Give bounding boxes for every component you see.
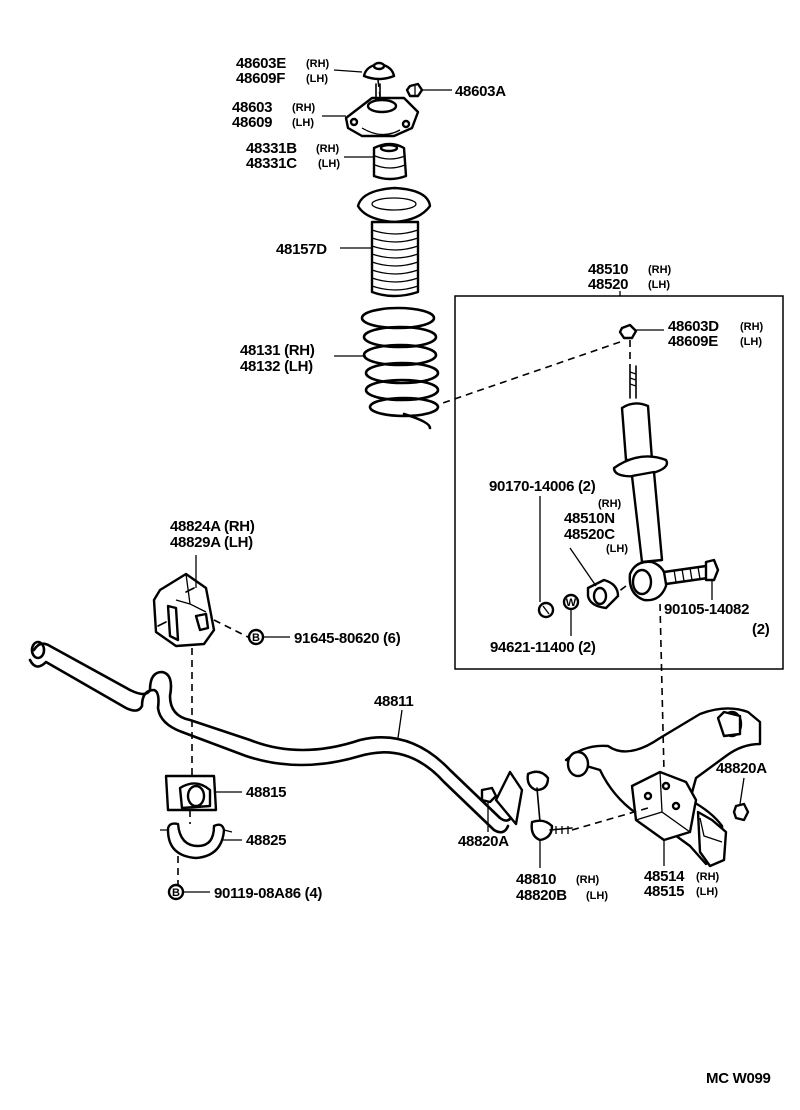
label-48820B-lh: (LH): [586, 890, 608, 902]
label-90170-14006: 90170-14006 (2): [489, 478, 596, 495]
label-90105-qty: (2): [752, 621, 770, 638]
bolt-marker-2: B: [172, 887, 180, 899]
label-48514: 48514: [644, 868, 685, 885]
stabilizer-bushing-48815[interactable]: [164, 774, 218, 812]
label-48520-lh: (LH): [648, 279, 670, 291]
nut-48603A[interactable]: [405, 82, 424, 98]
coil-spring-48131[interactable]: [360, 306, 440, 430]
stabilizer-bracket-48825[interactable]: [160, 822, 233, 860]
label-48829A: 48829A (LH): [170, 534, 253, 551]
label-48510: 48510: [588, 261, 628, 278]
leader-lines: [183, 69, 745, 893]
label-48131: 48131 (RH): [240, 342, 315, 359]
part-labels: 48603E (RH) 48609F (LH) 48603A 48603 (RH…: [170, 55, 771, 1087]
bolt-91645-80620[interactable]: B: [247, 628, 265, 646]
diagram-reference-code: MC W099: [706, 1070, 771, 1087]
label-48820A-right: 48820A: [716, 760, 767, 777]
label-48825: 48825: [246, 832, 286, 849]
label-90119-08A86: 90119-08A86 (4): [214, 885, 322, 902]
stabilizer-link-48810[interactable]: [526, 770, 573, 842]
lower-arm-48514[interactable]: [564, 707, 762, 868]
label-91645-80620: 91645-80620 (6): [294, 630, 401, 647]
bolt-marker: B: [252, 632, 260, 644]
washer-94621-11400[interactable]: W: [562, 593, 580, 611]
label-48331B: 48331B: [246, 140, 297, 157]
strut-support-48603[interactable]: [344, 83, 420, 138]
label-48609-lh: (LH): [292, 117, 314, 129]
label-48510-rh: (RH): [648, 264, 672, 276]
label-48331B-rh: (RH): [316, 143, 340, 155]
label-48510N: 48510N: [564, 510, 615, 527]
label-48603A: 48603A: [455, 83, 506, 100]
label-48810-rh: (RH): [576, 874, 600, 886]
label-48609E: 48609E: [668, 333, 718, 350]
washer-marker: W: [566, 597, 577, 609]
label-48603E: 48603E: [236, 55, 286, 72]
label-48609F-lh: (LH): [306, 73, 328, 85]
nut-48603D[interactable]: [618, 323, 638, 340]
shock-absorber-48510N[interactable]: [612, 365, 720, 602]
label-48520C: 48520C: [564, 526, 615, 543]
bound-stopper-48331B[interactable]: [372, 142, 408, 181]
shock-absorber-group-box: [454, 295, 784, 670]
label-48157D: 48157D: [276, 241, 327, 258]
label-48820A-left: 48820A: [458, 833, 509, 850]
label-48609F: 48609F: [236, 70, 285, 87]
assembly-dashed-lines: [177, 79, 665, 886]
label-48810: 48810: [516, 871, 556, 888]
label-48609: 48609: [232, 114, 272, 131]
label-48815: 48815: [246, 784, 286, 801]
label-48824A: 48824A (RH): [170, 518, 255, 535]
nut-90170-14006[interactable]: [537, 601, 555, 619]
label-48603E-rh: (RH): [306, 58, 330, 70]
dust-boot-48157D[interactable]: [356, 186, 432, 298]
label-48603: 48603: [232, 99, 272, 116]
label-48331C: 48331C: [246, 155, 297, 172]
label-48603D: 48603D: [668, 318, 719, 335]
label-48520C-lh: (LH): [606, 543, 628, 555]
label-48603D-rh: (RH): [740, 321, 764, 333]
bushing-set[interactable]: [586, 578, 620, 610]
label-94621-11400: 94621-11400 (2): [490, 639, 596, 656]
nut-48820A-left[interactable]: [480, 786, 498, 804]
label-90105-14082: 90105-14082: [664, 601, 749, 618]
label-48515: 48515: [644, 883, 684, 900]
label-48514-rh: (RH): [696, 871, 720, 883]
label-48811: 48811: [374, 693, 413, 710]
bolt-90119-08A86[interactable]: B: [167, 883, 185, 901]
mount-cap-48603E[interactable]: [362, 61, 396, 81]
stabilizer-bar-48811[interactable]: [28, 640, 524, 834]
label-48515-lh: (LH): [696, 886, 718, 898]
nut-48820A-right[interactable]: [732, 802, 750, 822]
label-48609E-lh: (LH): [740, 336, 762, 348]
label-48520: 48520: [588, 276, 628, 293]
label-48132: 48132 (LH): [240, 358, 313, 375]
bracket-48824A[interactable]: [152, 572, 216, 648]
label-48510N-rh: (RH): [598, 498, 622, 510]
label-48820B: 48820B: [516, 887, 567, 904]
label-48603-rh: (RH): [292, 102, 316, 114]
label-48331C-lh: (LH): [318, 158, 340, 170]
